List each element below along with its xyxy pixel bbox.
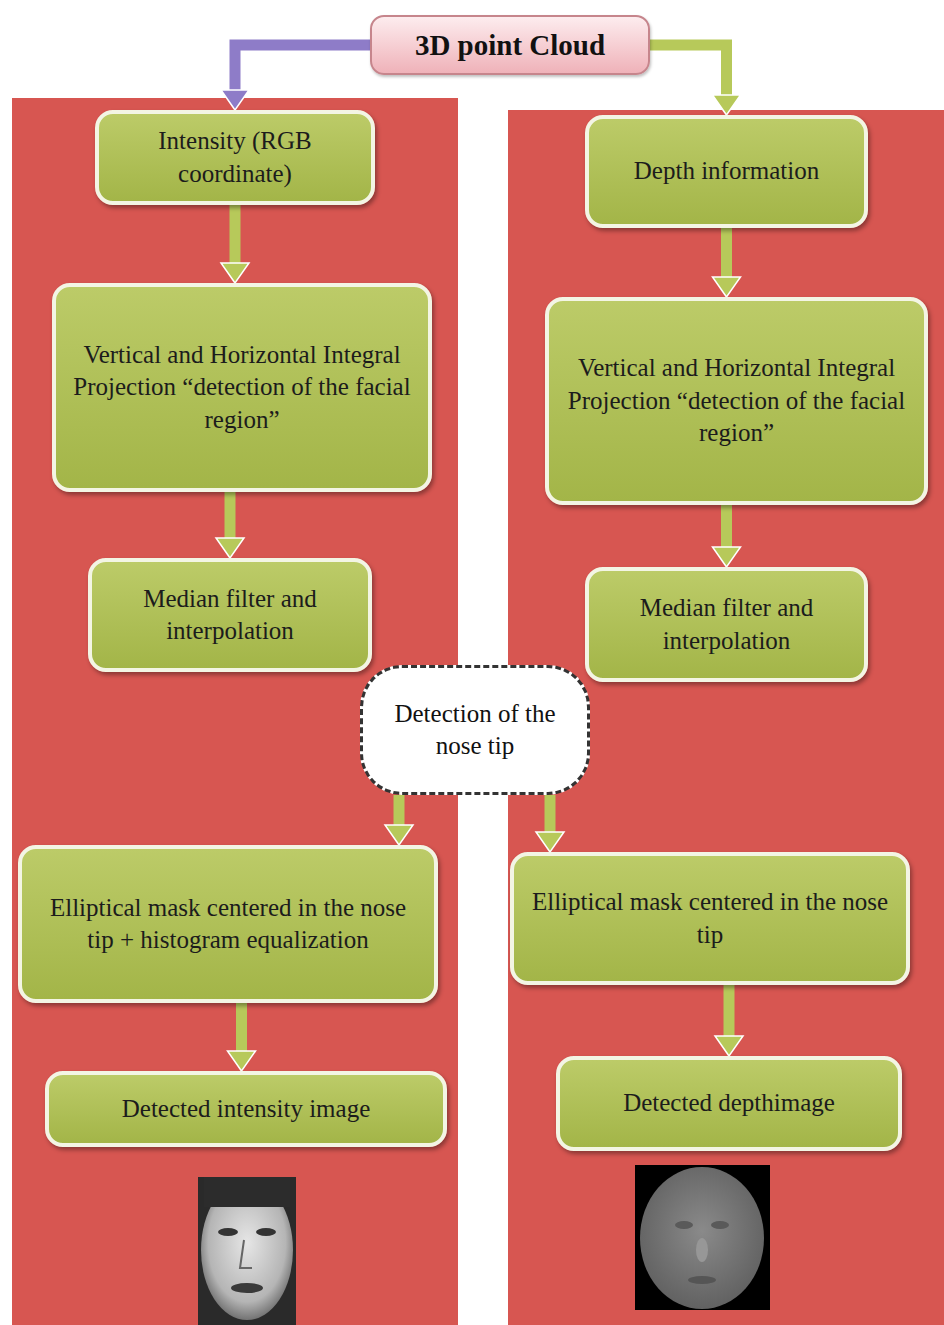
box-label: Median filter and interpolation	[104, 583, 356, 648]
box-label: Intensity (RGB coordinate)	[111, 125, 359, 190]
flow-arrow	[650, 45, 741, 115]
output-box: Detected intensity image	[45, 1071, 447, 1147]
box-label: Elliptical mask centered in the nose tip…	[34, 892, 422, 957]
flow-arrow	[221, 205, 249, 283]
flow-arrow	[715, 985, 743, 1056]
process-box: Vertical and Horizontal Integral Project…	[545, 297, 928, 505]
process-box: Intensity (RGB coordinate)	[95, 110, 375, 205]
box-label: Elliptical mask centered in the nose tip	[526, 886, 894, 951]
box-label: Vertical and Horizontal Integral Project…	[561, 352, 912, 450]
process-box: Elliptical mask centered in the nose tip	[510, 852, 910, 985]
flow-arrow	[228, 1003, 256, 1071]
dashed-step-box: Detection of the nose tip	[360, 665, 590, 795]
box-label: Depth information	[634, 155, 819, 188]
box-label: 3D point Cloud	[415, 29, 605, 62]
flow-arrow	[713, 505, 741, 567]
source-box: 3D point Cloud	[370, 15, 650, 75]
flow-arrow	[221, 45, 370, 110]
box-label: Vertical and Horizontal Integral Project…	[68, 339, 416, 437]
process-box: Vertical and Horizontal Integral Project…	[52, 283, 432, 492]
depth-face-image	[635, 1165, 770, 1310]
box-label: Detected depthimage	[623, 1087, 835, 1120]
process-box: Depth information	[585, 115, 868, 228]
box-label: Detected intensity image	[122, 1093, 371, 1126]
flow-arrow	[385, 795, 413, 845]
box-label: Detection of the nose tip	[375, 698, 575, 763]
process-box: Elliptical mask centered in the nose tip…	[18, 845, 438, 1003]
process-box: Median filter and interpolation	[88, 558, 372, 672]
intensity-face-image	[198, 1177, 296, 1325]
box-label: Median filter and interpolation	[601, 592, 852, 657]
process-box: Median filter and interpolation	[585, 567, 868, 682]
flow-arrow	[536, 795, 564, 852]
flow-arrow	[216, 492, 244, 558]
output-box: Detected depthimage	[556, 1056, 902, 1151]
flow-arrow	[713, 228, 741, 297]
